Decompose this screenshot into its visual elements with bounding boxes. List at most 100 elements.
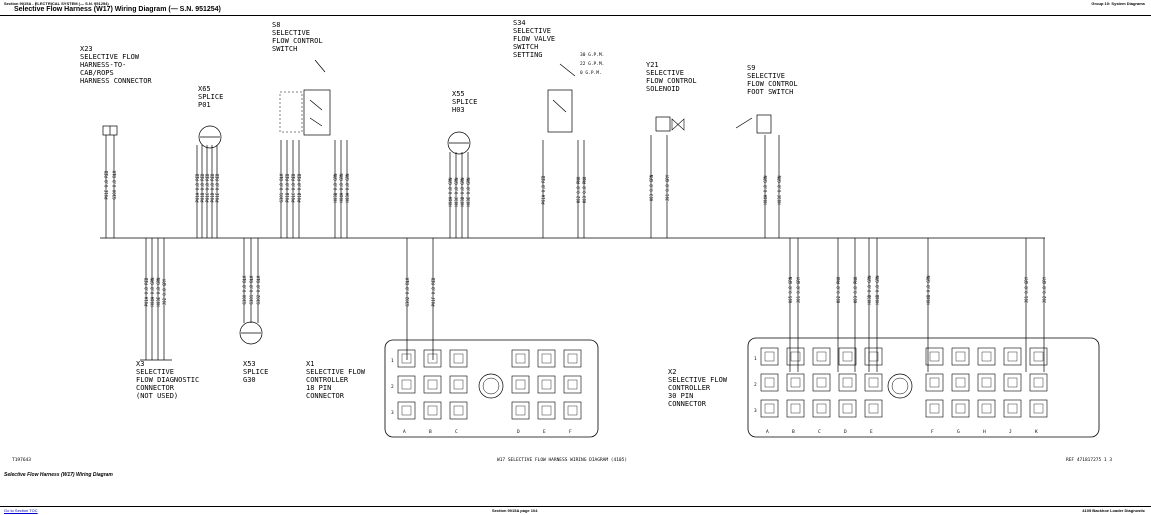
figure-reference: REF 471817275 1 3 — [1066, 457, 1112, 463]
x2-column-label: E — [870, 429, 873, 435]
x2-pin-terminal — [816, 377, 827, 388]
x2-column-label: A — [766, 429, 769, 435]
x2-center-boss-inner — [891, 377, 909, 395]
s9-wire-label: H04A 0.8 GRN — [763, 175, 768, 204]
x2-pin-terminal — [764, 403, 775, 414]
figure-title: W17 SELECTIVE FLOW HARNESS WIRING DIAGRA… — [497, 457, 627, 463]
x2-wire-label: H04B 0.8 GRN — [875, 275, 880, 304]
x65-wire-label: P01B 0.8 RED — [200, 173, 205, 202]
x1-pin-cavity — [449, 401, 468, 420]
x2-pin-cavity — [925, 373, 944, 392]
x2-pin-terminal — [981, 403, 992, 414]
x1-pin-terminal — [515, 405, 526, 416]
x2-pin-terminal — [816, 351, 827, 362]
x2-pin-terminal — [1007, 403, 1018, 414]
x2-pin-cavity — [812, 347, 831, 366]
x1-row-label: 1 — [391, 358, 394, 364]
x2-pin-terminal — [790, 351, 801, 362]
x2-wire-label: H05 0.8 GRN — [788, 276, 793, 303]
x2-pin-terminal — [981, 351, 992, 362]
x1-pin-terminal — [401, 353, 412, 364]
x1-label-line-3: 18 PIN — [306, 384, 331, 392]
s34-setting-1: 22 G.P.M. — [580, 61, 604, 67]
s9-label-line-1: SELECTIVE — [747, 72, 785, 80]
x1-column-label: F — [569, 429, 572, 435]
s9-label-line-0: S9 — [747, 64, 755, 72]
x1-pin-cavity — [423, 349, 442, 368]
x2-connector-body — [747, 337, 1100, 438]
x1-pin-terminal — [453, 353, 464, 364]
x2-pin-terminal — [1033, 377, 1044, 388]
x23-label-line-1: SELECTIVE FLOW — [80, 53, 140, 61]
x65-splice-icon — [198, 125, 222, 149]
x2-pin-cavity — [760, 347, 779, 366]
x3-label-line-1: SELECTIVE — [136, 368, 174, 376]
x2-pin-terminal — [842, 403, 853, 414]
x65-wire-label: P01C 0.8 RED — [205, 173, 210, 202]
x2-row-label: 2 — [754, 382, 757, 388]
figure-id: T197643 — [12, 457, 31, 463]
y21-label-line-3: SOLENOID — [646, 85, 680, 93]
x2-pin-cavity — [838, 373, 857, 392]
s8-wire-label: H03B 0.8 GRN — [333, 173, 338, 202]
x2-pin-cavity — [951, 399, 970, 418]
s9-pedal-arm — [735, 117, 753, 129]
x65-wire-label: P01D 0.8 RED — [210, 173, 215, 202]
x53-label-line-1: SPLICE — [243, 368, 268, 376]
s8-wire-label: H04A 0.8 GRN — [339, 173, 344, 202]
s34-label-line-0: S34 — [513, 19, 526, 27]
x2-pin-cavity — [786, 399, 805, 418]
x1-pin-cavity — [423, 401, 442, 420]
s8-toggle-arm — [314, 59, 326, 73]
x2-pin-terminal — [842, 377, 853, 388]
page-header: Section 9015A - ELECTRICAL SYSTEM (— S.N… — [0, 0, 1151, 16]
x1-pin-cavity — [537, 401, 556, 420]
x3-wire-label: H04A 0.8 GRN — [150, 277, 155, 306]
s34-wire-label: P01A 0.8 RED — [541, 175, 546, 204]
s8-wire-label: P01B 0.8 RED — [285, 173, 290, 202]
x3-label-line-2: FLOW DIAGNOSTIC — [136, 376, 199, 384]
x2-label-line-2: CONTROLLER — [668, 384, 711, 392]
x2-pin-terminal — [790, 403, 801, 414]
x2-pin-cavity — [951, 373, 970, 392]
x1-column-label: C — [455, 429, 458, 435]
x2-column-label: H — [983, 429, 986, 435]
x1-pin-terminal — [567, 405, 578, 416]
x3-label-line-0: X3 — [136, 360, 144, 368]
section-toc-link[interactable]: Go to Section TOC — [4, 508, 38, 513]
s8-switch-frame — [279, 91, 303, 133]
x2-pin-cavity — [1003, 373, 1022, 392]
x2-pin-cavity — [977, 399, 996, 418]
x65-wire-label: P01E 0.8 RED — [215, 173, 220, 202]
x2-column-label: K — [1035, 429, 1038, 435]
x2-pin-cavity — [1003, 347, 1022, 366]
x1-pin-terminal — [541, 405, 552, 416]
s9-wire-label: H03C 0.8 GRN — [777, 175, 782, 204]
x1-label-line-1: SELECTIVE FLOW — [306, 368, 366, 376]
x2-pin-terminal — [929, 403, 940, 414]
s8-label-line-1: SELECTIVE — [272, 29, 310, 37]
y21-wire-label: J01 0.8 GRY — [665, 174, 670, 201]
x55-label-line-0: X55 — [452, 90, 465, 98]
x2-pin-cavity — [1029, 347, 1048, 366]
x2-pin-terminal — [1007, 377, 1018, 388]
x55-wire-label: H04A 0.8 GRN — [448, 177, 453, 206]
x2-wire-label: J02 0.8 GRY — [1042, 276, 1047, 303]
x2-pin-terminal — [1033, 351, 1044, 362]
x53-label-line-0: X53 — [243, 360, 256, 368]
x2-pin-terminal — [868, 403, 879, 414]
x23-label-line-3: CAB/ROPS — [80, 69, 114, 77]
s8-contact-b — [309, 117, 323, 127]
x2-pin-terminal — [764, 377, 775, 388]
s34-label-line-3: SWITCH — [513, 43, 538, 51]
x1-pin-cavity — [423, 375, 442, 394]
x55-wire-label: H03D 0.8 GRN — [460, 177, 465, 206]
x1-column-label: D — [517, 429, 520, 435]
x1-column-label: E — [543, 429, 546, 435]
header-divider — [0, 15, 1151, 16]
x2-pin-terminal — [764, 351, 775, 362]
x1-pin-cavity — [397, 375, 416, 394]
s8-label-line-3: SWITCH — [272, 45, 297, 53]
s8-wire-label: H03A 0.8 GRN — [345, 173, 350, 202]
